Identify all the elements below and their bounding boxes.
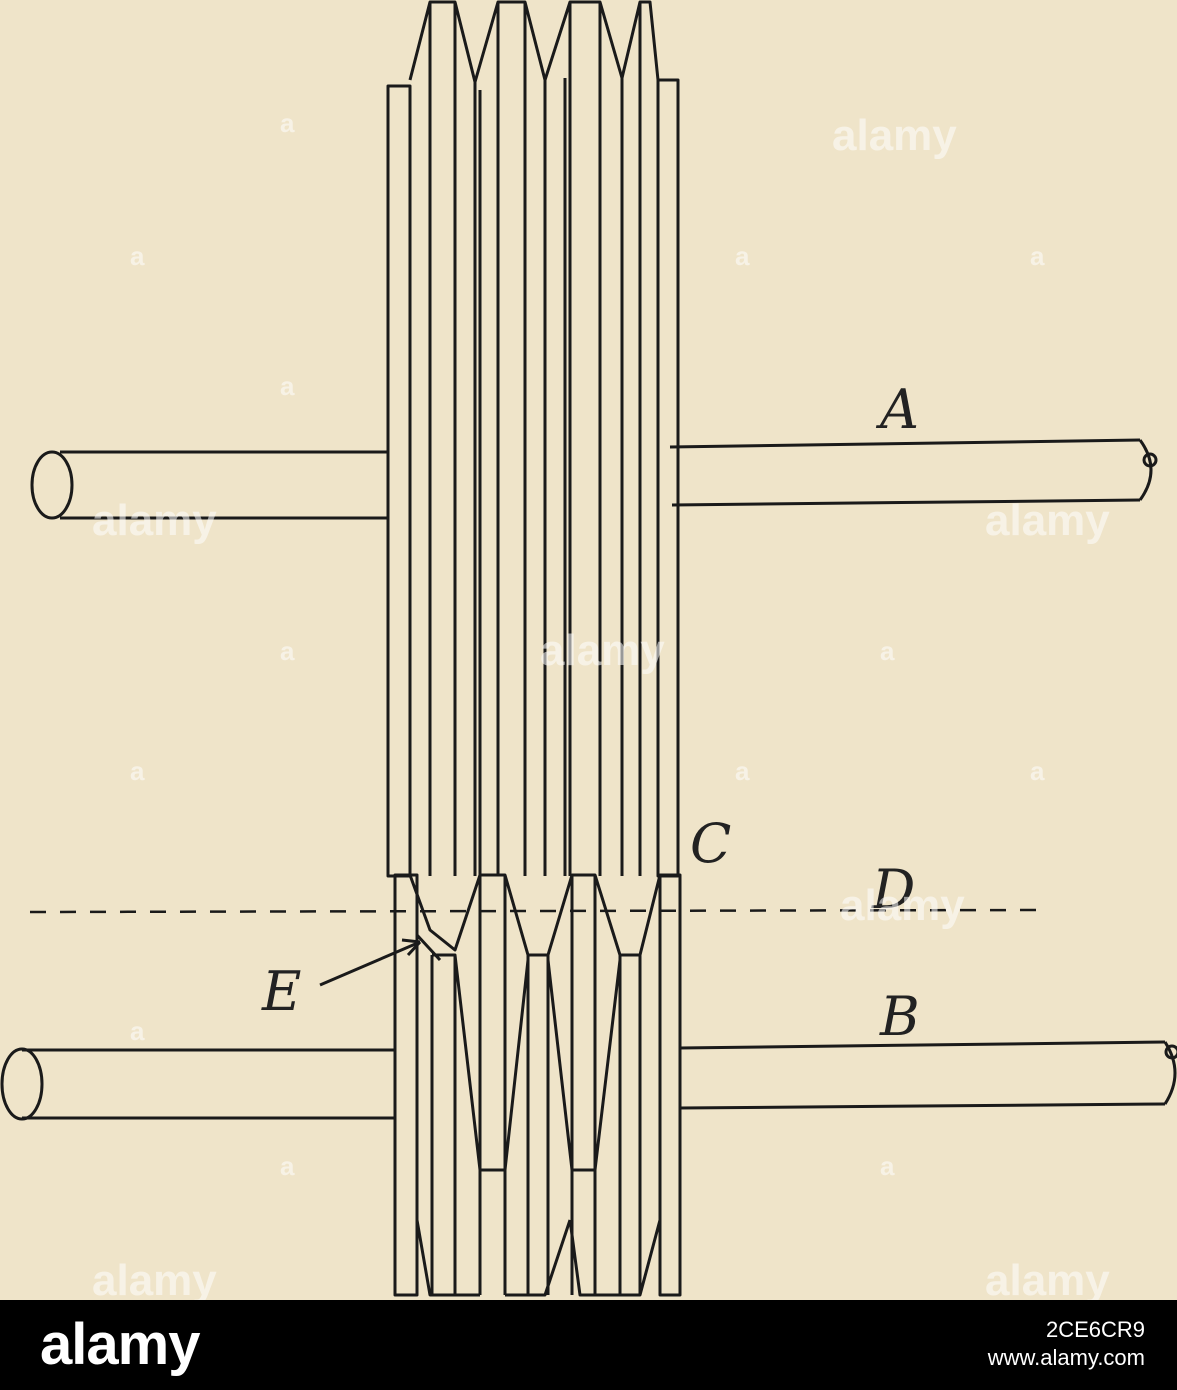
label-a: A [875,378,919,441]
site-url: www.alamy.com [987,1345,1145,1370]
watermark-mark: a [130,1016,145,1046]
image-id: 2CE6CR9 [1045,1317,1145,1342]
watermark-mark: a [130,756,145,786]
watermark-mark: a [880,636,895,666]
label-c: C [690,812,731,875]
watermark-text: alamy [92,496,217,545]
pulley-diagram: A B C D E alamy alamy alamy alamy alamy … [0,0,1177,1300]
watermark-mark: a [280,108,295,138]
image-info: 2CE6CR9 www.alamy.com [988,1316,1145,1372]
watermark-mark: a [280,371,295,401]
watermark-mark: a [280,636,295,666]
watermark-mark: a [880,1151,895,1181]
watermark-mark: a [130,241,145,271]
watermark-mark: a [735,756,750,786]
watermark-text: alamy [92,1256,217,1300]
shaft-b [0,1040,1177,1121]
stock-footer-bar: alamy 2CE6CR9 www.alamy.com [0,1300,1177,1390]
upper-pulley [386,0,680,878]
label-d: D [871,858,915,921]
label-e: E [261,960,301,1023]
arrow-e [319,938,422,987]
watermark-text: alamy [985,1256,1110,1300]
pitch-line-d [29,908,1041,914]
alamy-logo: alamy [40,1312,200,1377]
shaft-a [30,438,1158,520]
watermark-mark: a [1030,756,1045,786]
watermark-mark: a [735,241,750,271]
watermark-text: alamy [832,111,957,160]
watermark-text: alamy [540,626,665,675]
watermark-mark: a [280,1151,295,1181]
watermark-text: alamy [840,881,965,930]
lower-pulley [393,873,682,1297]
watermark-mark: a [1030,241,1045,271]
watermark-text: alamy [985,496,1110,545]
label-b: B [879,985,920,1048]
